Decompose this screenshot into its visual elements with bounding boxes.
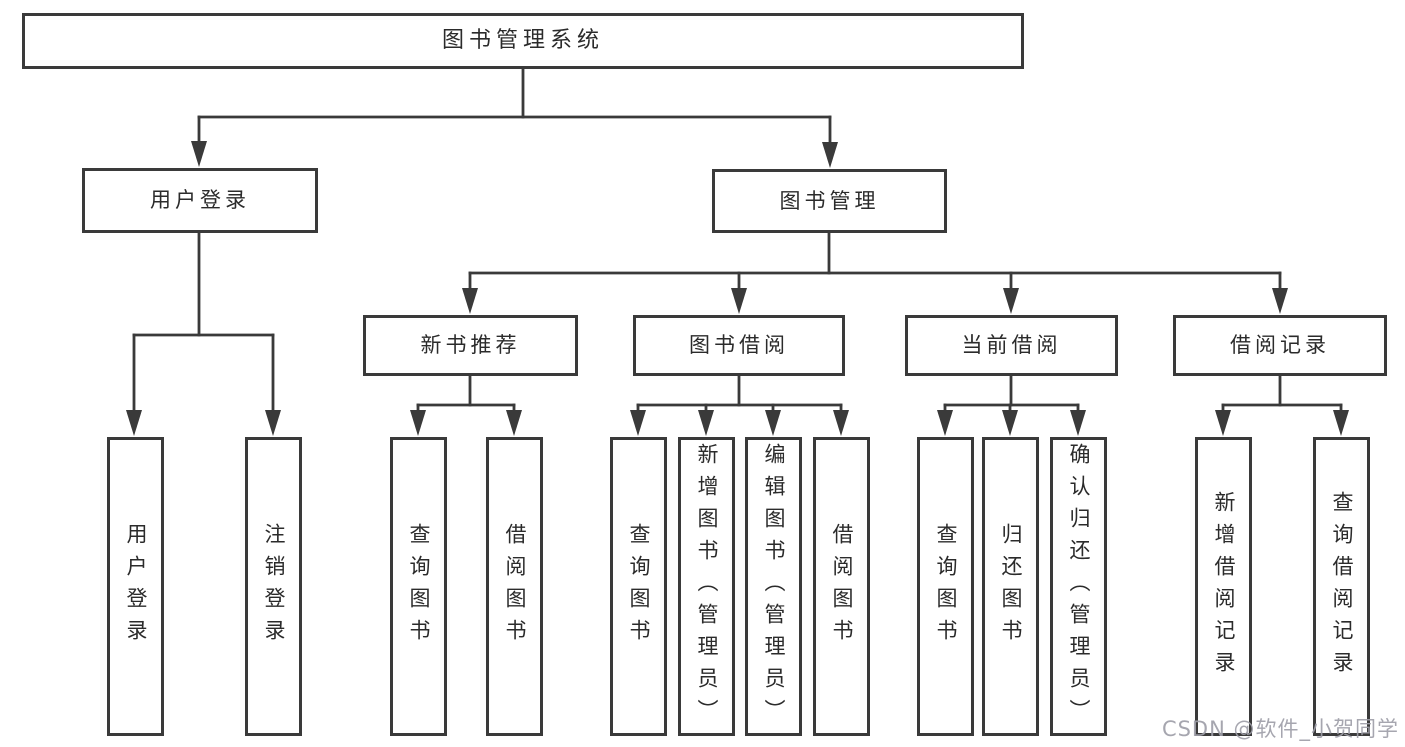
node-add-book-admin: 新增图书（管理员） [678, 437, 735, 736]
node-new-book-recommend: 新书推荐 [363, 315, 578, 376]
node-confirm-return-admin: 确认归还（管理员） [1050, 437, 1107, 736]
node-edit-book-admin: 编辑图书（管理员） [745, 437, 802, 736]
node-query-borrow-record: 查询借阅记录 [1313, 437, 1370, 736]
node-query-books-borrow: 查询图书 [610, 437, 667, 736]
node-add-borrow-record: 新增借阅记录 [1195, 437, 1252, 736]
node-logout-leaf: 注销登录 [245, 437, 302, 736]
node-root-library-system: 图书管理系统 [22, 13, 1024, 69]
arrowheads [126, 141, 1349, 436]
node-query-books-recommend: 查询图书 [390, 437, 447, 736]
node-query-books-current: 查询图书 [917, 437, 974, 736]
node-borrow-records: 借阅记录 [1173, 315, 1387, 376]
node-borrow-books-leaf: 借阅图书 [813, 437, 870, 736]
node-current-borrow: 当前借阅 [905, 315, 1118, 376]
node-borrow-books-recommend: 借阅图书 [486, 437, 543, 736]
node-book-management: 图书管理 [712, 169, 947, 233]
csdn-watermark: CSDN @软件_小贺同学 [1161, 717, 1399, 741]
node-user-login-leaf: 用户登录 [107, 437, 164, 736]
node-user-login: 用户登录 [82, 168, 318, 233]
node-return-books: 归还图书 [982, 437, 1039, 736]
node-book-borrow: 图书借阅 [633, 315, 845, 376]
